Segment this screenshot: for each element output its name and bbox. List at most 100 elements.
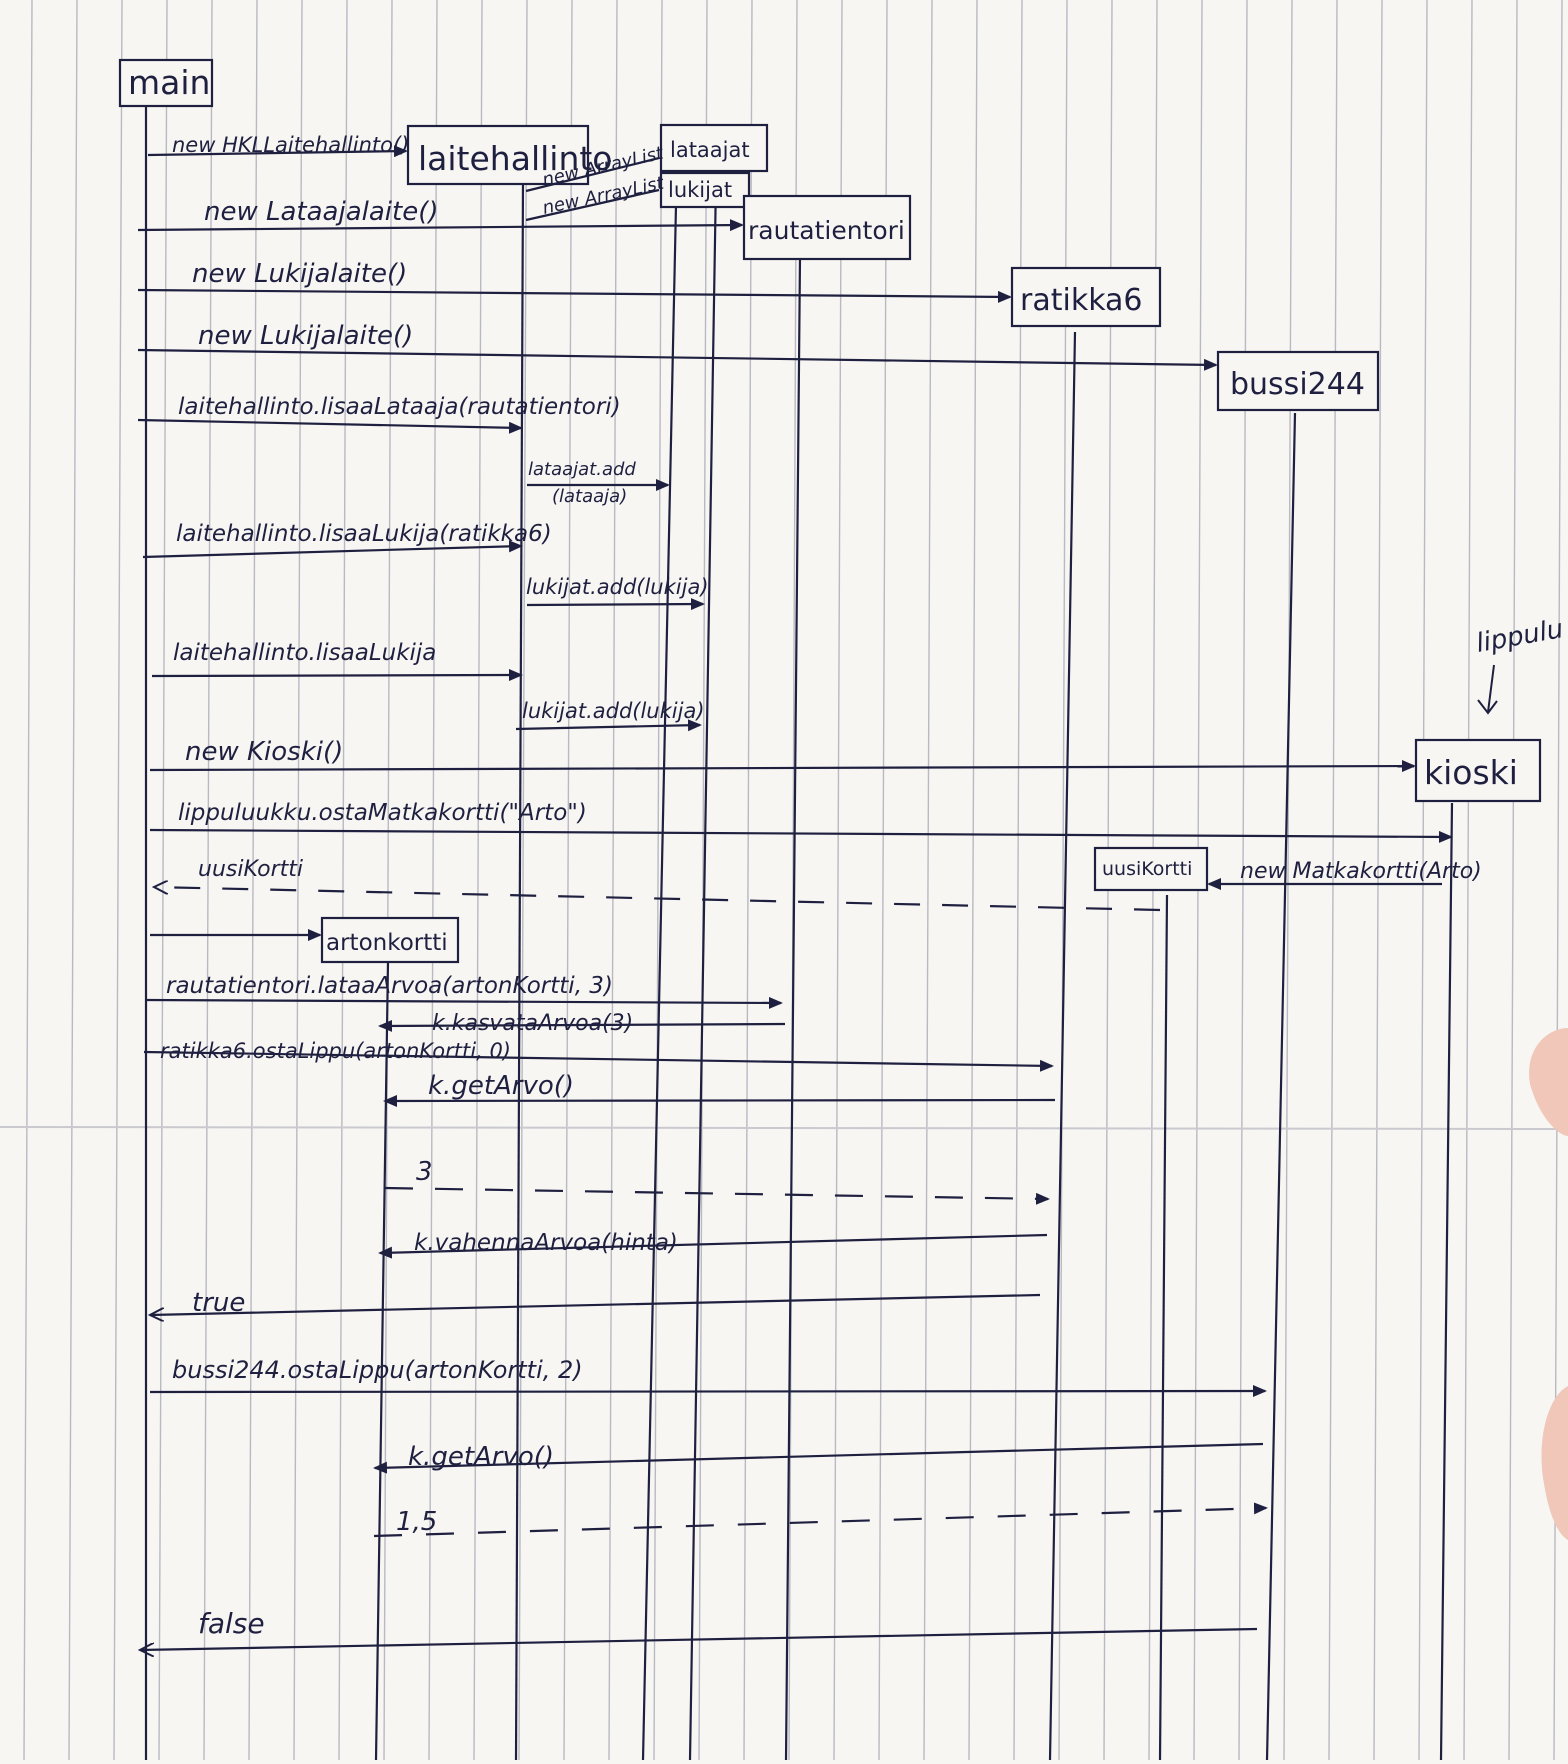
msg-new-matkakortti: new Matkakortti(Arto) — [1240, 859, 1482, 884]
lifeline-laitehallinto — [514, 179, 525, 1761]
fingertip-upper — [1529, 1028, 1568, 1136]
ruled-line — [923, 0, 933, 1761]
msg-osta-matkakortti: lippuluukku.ostaMatkakortti("Arto") — [178, 800, 587, 826]
msg-vahenna-arvoa: k.vahennaArvoa(hinta) — [414, 1230, 678, 1256]
msg-lukijat-add-2: lukijat.add(lukija) — [522, 699, 705, 723]
ruled-line — [248, 0, 258, 1761]
arrow-lisaa-lukija-2 — [151, 669, 523, 682]
object-uusikortti: uusiKortti — [1102, 858, 1192, 880]
ruled-line — [113, 0, 123, 1761]
object-artonkortti: artonkortti — [326, 930, 448, 956]
msg-return-1-5: 1,5 — [396, 1507, 437, 1537]
msg-return-3: 3 — [416, 1157, 433, 1187]
msg-new-kioski: new Kioski() — [185, 737, 343, 767]
msg-get-arvo-1: k.getArvo() — [428, 1071, 574, 1101]
ruled-line — [788, 0, 798, 1761]
arrow-lisaa-lataaja — [137, 418, 523, 434]
arrow-new-kioski — [149, 760, 1416, 773]
object-ratikka6: ratikka6 — [1020, 283, 1143, 318]
arrow-lukijat-add-2 — [515, 719, 702, 732]
msg-lisaa-lukija-1: laitehallinto.lisaaLukija(ratikka6) — [176, 521, 552, 547]
arrow-return-3 — [384, 1186, 1050, 1205]
lifeline-lukijat — [641, 204, 678, 1761]
arrow-lukijat-add-1 — [526, 598, 705, 611]
ruled-line — [203, 0, 213, 1761]
object-main: main — [128, 63, 210, 102]
ruled-line — [743, 0, 753, 1761]
object-lataajat: lataajat — [670, 138, 750, 162]
msg-lataa-arvoa: rautatientori.lataaArvoa(artonKortti, 3) — [166, 973, 613, 999]
ruled-line — [1418, 0, 1428, 1761]
msg-ratikka-osta-lippu: ratikka6.ostaLippu(artonKortti, 0) — [160, 1039, 511, 1063]
ruled-line — [1463, 0, 1473, 1761]
arrow-new-arraylist-1 — [525, 156, 660, 193]
box-lukijat — [659, 171, 751, 209]
arrow-return-1-5 — [373, 1502, 1268, 1538]
msg-bussi-osta-lippu: bussi244.ostaLippu(artonKortti, 2) — [172, 1356, 583, 1384]
arrow-osta-matkakortti — [149, 828, 1453, 843]
msg-new-lataajalaite: new Lataajalaite() — [204, 197, 439, 227]
arrow-lataa-arvoa — [144, 996, 783, 1009]
arrow-get-arvo-1 — [383, 1094, 1056, 1107]
arrow-new-lukijalaite-2 — [137, 348, 1218, 371]
ruled-line — [1238, 0, 1248, 1761]
msg-new-lukijalaite-2: new Lukijalaite() — [198, 321, 413, 351]
ruled-line — [68, 0, 78, 1761]
arrow-kasvata-arvoa — [378, 1019, 786, 1032]
arrow-new-arraylist-2 — [525, 188, 660, 222]
ruled-line — [293, 0, 303, 1761]
box-kioski — [1414, 738, 1542, 803]
arrow-bussi-osta-lippu — [149, 1385, 1267, 1398]
box-ratikka6 — [1010, 266, 1162, 328]
msg-new-laitehallinto: new HKLLaitehallinto() — [172, 133, 409, 157]
ruled-line — [338, 0, 348, 1761]
ruled-line — [878, 0, 888, 1761]
object-bussi244: bussi244 — [1230, 367, 1365, 402]
lifeline-lataajat — [688, 179, 718, 1761]
msg-return-uusikortti: uusiKortti — [198, 857, 303, 882]
arrow-return-uusikortti — [154, 887, 1161, 912]
lifeline-kioski — [1439, 802, 1454, 1761]
object-lukijat: lukijat — [668, 178, 732, 202]
box-artonkortti — [320, 916, 460, 964]
arrow-new-lataajalaite — [137, 219, 744, 232]
box-main — [118, 58, 214, 108]
arrow-return-true — [150, 1293, 1041, 1315]
arrow-lisaa-lukija-1 — [142, 540, 523, 559]
box-lataajat — [659, 123, 769, 173]
fingertip-lower — [1541, 1386, 1568, 1540]
arrow-vahenna-arvoa — [378, 1233, 1048, 1259]
lifeline-bussi244 — [1265, 412, 1297, 1761]
box-laitehallinto — [406, 124, 590, 186]
object-laitehallinto: laitehallinto — [418, 139, 613, 178]
arrow-new-laitehallinto — [147, 145, 408, 158]
lifeline-rautatientori — [784, 256, 802, 1761]
msg-lisaa-lataaja: laitehallinto.lisaaLataaja(rautatientori… — [178, 394, 621, 420]
object-rautatientori: rautatientori — [748, 216, 905, 245]
ruled-line — [1328, 0, 1338, 1761]
msg-lataajat-add-a: lataajat.add — [528, 459, 636, 480]
ruled-line — [23, 0, 33, 1761]
arrow-ratikka-osta-lippu — [143, 1050, 1054, 1072]
ruled-line — [1373, 0, 1383, 1761]
lifeline-ratikka6 — [1048, 331, 1077, 1761]
object-boxes — [118, 58, 1542, 964]
arrow-return-false — [140, 1627, 1258, 1650]
msg-lukijat-add-1: lukijat.add(lukija) — [526, 575, 709, 599]
ruled-line — [968, 0, 978, 1761]
message-arrows — [137, 145, 1453, 1650]
msg-new-lukijalaite-1: new Lukijalaite() — [192, 259, 407, 289]
ruled-line — [833, 0, 843, 1761]
box-bussi244 — [1216, 350, 1380, 412]
box-uusikortti — [1093, 846, 1209, 892]
note-arrow — [1477, 664, 1498, 715]
ruled-line — [1508, 0, 1518, 1761]
arrow-get-arvo-2 — [373, 1442, 1264, 1474]
msg-return-true: true — [192, 1288, 245, 1318]
msg-kasvata-arvoa: k.kasvataArvoa(3) — [432, 1011, 633, 1036]
msg-lataajat-add-b: (lataaja) — [552, 486, 627, 507]
object-kioski: kioski — [1424, 753, 1518, 792]
